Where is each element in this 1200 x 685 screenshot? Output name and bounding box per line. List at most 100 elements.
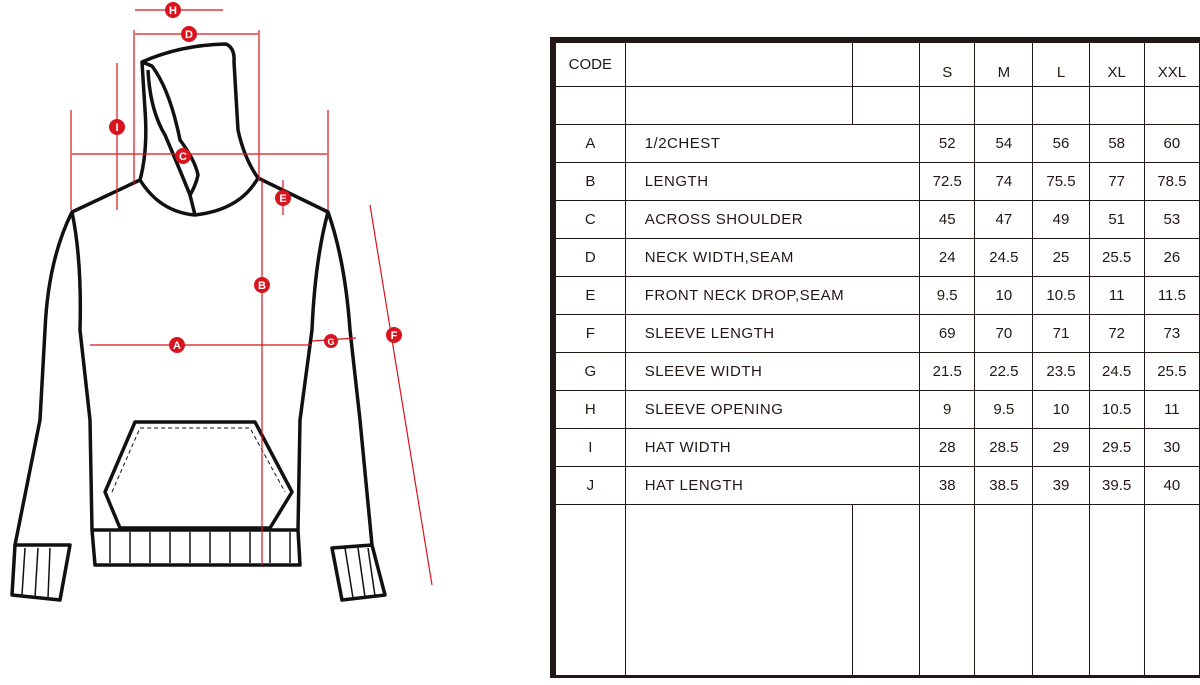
row-value: 70 bbox=[974, 314, 1034, 353]
row-value: 74 bbox=[974, 162, 1034, 201]
row-value: 24.5 bbox=[1088, 352, 1145, 391]
row-measurement-name: HAT WIDTH bbox=[624, 428, 921, 467]
marker-B: B bbox=[254, 277, 270, 293]
row-measurement-name: SLEEVE WIDTH bbox=[624, 352, 921, 391]
empty-row bbox=[552, 86, 1200, 125]
row-value: 45 bbox=[919, 200, 976, 239]
svg-text:B: B bbox=[258, 280, 266, 292]
svg-text:I: I bbox=[115, 122, 118, 134]
row-value: 77 bbox=[1088, 162, 1145, 201]
row-code: I bbox=[552, 428, 626, 467]
svg-text:E: E bbox=[279, 193, 286, 205]
row-value: 69 bbox=[919, 314, 976, 353]
row-value: 10.5 bbox=[1088, 390, 1145, 429]
row-value: 10.5 bbox=[1032, 276, 1090, 315]
row-value: 49 bbox=[1032, 200, 1090, 239]
row-value: 40 bbox=[1143, 466, 1200, 505]
row-value: 22.5 bbox=[974, 352, 1034, 391]
row-value: 23.5 bbox=[1032, 352, 1090, 391]
row-value: 58 bbox=[1088, 124, 1145, 163]
row-value: 10 bbox=[974, 276, 1034, 315]
row-value: 28 bbox=[919, 428, 976, 467]
row-value: 28.5 bbox=[974, 428, 1034, 467]
row-value: 52 bbox=[919, 124, 976, 163]
row-value: 54 bbox=[974, 124, 1034, 163]
hoodie-outline bbox=[10, 42, 387, 602]
measurement-lines bbox=[70, 9, 433, 586]
svg-text:F: F bbox=[391, 330, 398, 342]
row-measurement-name: ACROSS SHOULDER bbox=[624, 200, 921, 239]
row-value: 30 bbox=[1143, 428, 1200, 467]
size-header-xxl: XXL bbox=[1143, 39, 1200, 87]
row-value: 60 bbox=[1143, 124, 1200, 163]
row-value: 56 bbox=[1032, 124, 1090, 163]
marker-A: A bbox=[169, 337, 185, 353]
row-value: 26 bbox=[1143, 238, 1200, 277]
row-code: G bbox=[552, 352, 626, 391]
row-value: 9.5 bbox=[919, 276, 976, 315]
code-header: CODE bbox=[552, 39, 626, 87]
svg-text:G: G bbox=[327, 337, 334, 347]
marker-I: I bbox=[109, 119, 125, 135]
row-measurement-name: NECK WIDTH,SEAM bbox=[624, 238, 921, 277]
row-value: 71 bbox=[1032, 314, 1090, 353]
row-value: 25.5 bbox=[1088, 238, 1145, 277]
row-value: 11 bbox=[1088, 276, 1145, 315]
row-code: C bbox=[552, 200, 626, 239]
row-code: A bbox=[552, 124, 626, 163]
row-value: 39.5 bbox=[1088, 466, 1145, 505]
row-value: 72 bbox=[1088, 314, 1145, 353]
row-code: B bbox=[552, 162, 626, 201]
ribbing-lines bbox=[21, 532, 376, 599]
row-code: D bbox=[552, 238, 626, 277]
size-header-l: L bbox=[1032, 39, 1090, 87]
row-value: 38.5 bbox=[974, 466, 1034, 505]
row-value: 25.5 bbox=[1143, 352, 1200, 391]
row-value: 9 bbox=[919, 390, 976, 429]
row-value: 51 bbox=[1088, 200, 1145, 239]
row-code: E bbox=[552, 276, 626, 315]
row-measurement-name: SLEEVE OPENING bbox=[624, 390, 921, 429]
svg-text:C: C bbox=[179, 151, 187, 163]
size-header-xl: XL bbox=[1088, 39, 1145, 87]
row-measurement-name: LENGTH bbox=[624, 162, 921, 201]
row-code: H bbox=[552, 390, 626, 429]
row-value: 53 bbox=[1143, 200, 1200, 239]
row-value: 11.5 bbox=[1143, 276, 1200, 315]
row-value: 78.5 bbox=[1143, 162, 1200, 201]
row-value: 24 bbox=[919, 238, 976, 277]
row-value: 73 bbox=[1143, 314, 1200, 353]
marker-G: G bbox=[324, 334, 338, 348]
row-value: 29.5 bbox=[1088, 428, 1145, 467]
row-measurement-name: HAT LENGTH bbox=[624, 466, 921, 505]
row-value: 72.5 bbox=[919, 162, 976, 201]
row-value: 21.5 bbox=[919, 352, 976, 391]
row-measurement-name: 1/2CHEST bbox=[624, 124, 921, 163]
svg-text:H: H bbox=[169, 5, 177, 17]
row-value: 38 bbox=[919, 466, 976, 505]
header-row: CODE S M L XL XXL bbox=[552, 39, 1200, 87]
marker-C: C bbox=[175, 148, 191, 164]
row-value: 47 bbox=[974, 200, 1034, 239]
row-value: 75.5 bbox=[1032, 162, 1090, 201]
size-header-s: S bbox=[919, 39, 976, 87]
row-value: 10 bbox=[1032, 390, 1090, 429]
svg-text:A: A bbox=[173, 340, 181, 352]
row-value: 39 bbox=[1032, 466, 1090, 505]
hoodie-measurement-diagram: H D I C E B A G F bbox=[10, 2, 433, 602]
row-measurement-name: FRONT NECK DROP,SEAM bbox=[624, 276, 921, 315]
row-measurement-name: SLEEVE LENGTH bbox=[624, 314, 921, 353]
row-value: 24.5 bbox=[974, 238, 1034, 277]
blank-row bbox=[552, 504, 1200, 677]
size-header-m: M bbox=[974, 39, 1034, 87]
